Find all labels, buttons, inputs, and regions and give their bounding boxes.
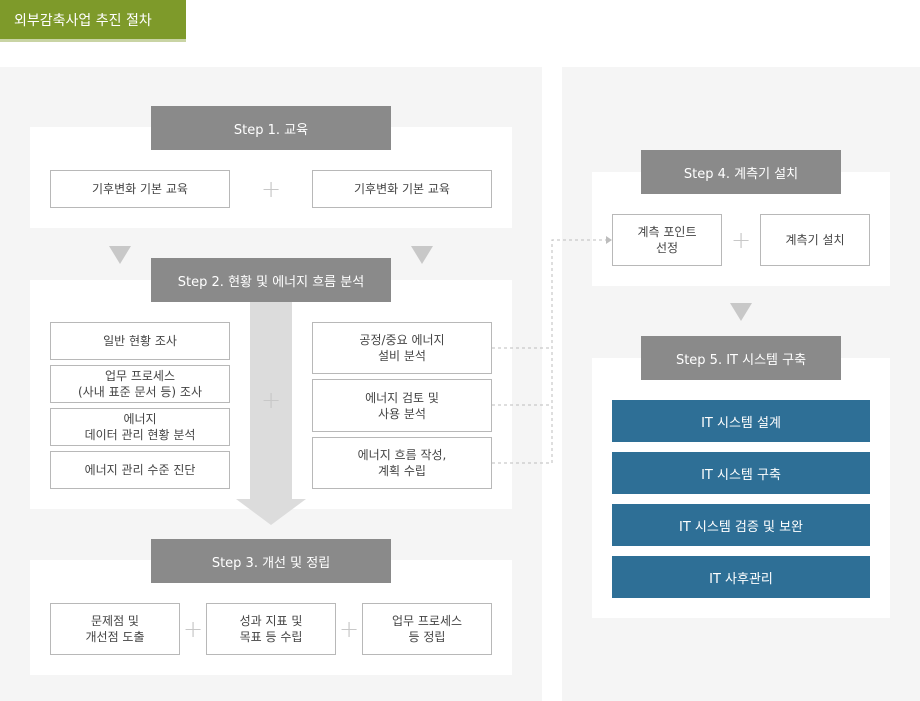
step1-header: Step 1. 교육 (151, 106, 391, 150)
arrow-down-right (411, 246, 433, 264)
arrow-down-left (109, 246, 131, 264)
step5-box-1: IT 시스템 설계 (612, 400, 870, 442)
connector-vertical (551, 239, 606, 463)
step1-box-2: 기후변화 기본 교육 (312, 170, 492, 208)
step5-box-4: IT 사후관리 (612, 556, 870, 598)
step5-header: Step 5. IT 시스템 구축 (641, 336, 841, 380)
arrow-down-step4 (730, 303, 752, 321)
step2-flow-column (250, 302, 292, 500)
step2-left-box-4: 에너지 관리 수준 진단 (50, 451, 230, 489)
step2-left-box-3: 에너지 데이터 관리 현황 분석 (50, 408, 230, 446)
step2-right-box-3: 에너지 흐름 작성, 계획 수립 (312, 437, 492, 489)
step3-plus-1: + (182, 615, 204, 643)
arrow-down-big (236, 499, 306, 525)
step2-right-box-2: 에너지 검토 및 사용 분석 (312, 379, 492, 432)
step2-header: Step 2. 현황 및 에너지 흐름 분석 (151, 258, 391, 302)
step4-box-2: 계측기 설치 (760, 214, 870, 266)
step5-box-3: IT 시스템 검증 및 보완 (612, 504, 870, 546)
step3-box-1: 문제점 및 개선점 도출 (50, 603, 180, 655)
connector-arrowhead (606, 236, 612, 244)
page-tab-title: 외부감축사업 추진 절차 (0, 0, 186, 39)
step3-plus-2: + (338, 615, 360, 643)
step5-box-2: IT 시스템 구축 (612, 452, 870, 494)
step2-left-box-1: 일반 현황 조사 (50, 322, 230, 360)
step3-box-3: 업무 프로세스 등 정립 (362, 603, 492, 655)
step1-box-1: 기후변화 기본 교육 (50, 170, 230, 208)
step1-plus: + (260, 175, 282, 203)
step4-header: Step 4. 계측기 설치 (641, 150, 841, 194)
step2-plus: + (260, 386, 282, 414)
tab-underline (0, 39, 186, 42)
step4-plus: + (730, 226, 752, 254)
step3-box-2: 성과 지표 및 목표 등 수립 (206, 603, 336, 655)
step4-box-1: 계측 포인트 선정 (612, 214, 722, 266)
step2-left-box-2: 업무 프로세스 (사내 표준 문서 등) 조사 (50, 365, 230, 403)
step2-right-box-1: 공정/중요 에너지 설비 분석 (312, 322, 492, 374)
step3-header: Step 3. 개선 및 정립 (151, 539, 391, 583)
